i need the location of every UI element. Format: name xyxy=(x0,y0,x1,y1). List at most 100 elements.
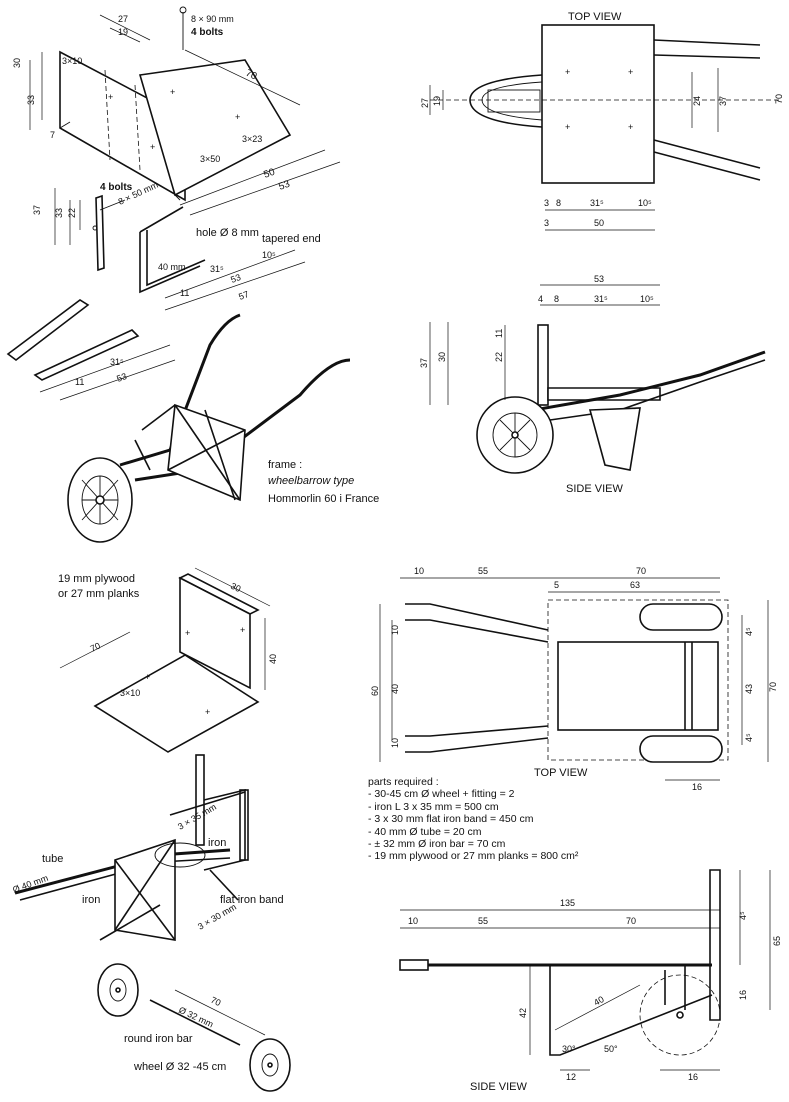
parts-item: - 40 mm Ø tube = 20 cm xyxy=(368,825,482,838)
board-spec-1: 19 mm plywood xyxy=(58,573,135,585)
top-view-a: + + + + xyxy=(429,24,780,231)
tapered-label: tapered end xyxy=(262,233,321,245)
bp-dim-30: 30 xyxy=(229,581,242,594)
dim-33: 33 xyxy=(26,95,36,105)
tv-dim-19: 19 xyxy=(432,96,442,106)
wheel-label: wheel Ø 32 -45 cm xyxy=(133,1061,226,1073)
axle-dim-70: 70 xyxy=(209,995,222,1008)
top-view-b-label: TOP VIEW xyxy=(534,767,588,779)
bp-dim-3x10: 3×10 xyxy=(120,688,140,698)
parts-item: - 3 x 30 mm flat iron band = 450 cm xyxy=(368,813,534,826)
dim-31-5b: 31⁵ xyxy=(110,357,124,367)
svg-text:+: + xyxy=(235,112,240,122)
svg-text:+: + xyxy=(240,625,245,635)
svb-angle-50: 50° xyxy=(604,1044,618,1054)
tvb-dim-63: 63 xyxy=(630,580,640,590)
sv-dim-11: 11 xyxy=(494,329,504,338)
parts-title: parts required : xyxy=(368,776,439,788)
dim-50: 50 xyxy=(262,167,277,181)
svg-text:+: + xyxy=(628,67,633,77)
svg-text:+: + xyxy=(628,122,633,132)
svb-dim-16a: 16 xyxy=(738,990,748,1000)
bolt-count-mid: 4 bolts xyxy=(100,182,133,193)
svb-dim-65: 65 xyxy=(772,936,782,946)
tvb-dim-10b: 10 xyxy=(390,738,400,748)
dim-53c: 53 xyxy=(115,371,128,384)
tvb-dim-4-5a: 4⁵ xyxy=(744,627,754,636)
side-view-b xyxy=(399,869,771,1071)
tv-dim-8: 8 xyxy=(556,198,561,208)
svg-text:+: + xyxy=(565,67,570,77)
tv-dim-27: 27 xyxy=(420,98,430,108)
exploded-box-panels: ++ ++ xyxy=(29,6,341,216)
dim-31-5: 31⁵ xyxy=(210,264,224,274)
svg-text:+: + xyxy=(145,672,150,682)
dim-10-5: 10⁵ xyxy=(262,250,276,260)
hole-label: hole Ø 8 mm xyxy=(196,227,259,239)
tube-dia: Ø 40 mm xyxy=(11,873,49,895)
sv-dim-10-5: 10⁵ xyxy=(640,294,654,304)
parts-item: - ± 32 mm Ø iron bar = 70 cm xyxy=(368,838,506,851)
dim-3x23: 3×23 xyxy=(242,134,262,144)
svg-text:+: + xyxy=(170,87,175,97)
dim-3x50: 3×50 xyxy=(200,154,220,164)
dim-19: 19 xyxy=(118,27,128,37)
board-spec-2: or 27 mm planks xyxy=(58,588,140,600)
svg-text:+: + xyxy=(565,122,570,132)
tvb-dim-43: 43 xyxy=(744,684,754,694)
svb-dim-10: 10 xyxy=(408,916,418,926)
frame-note-3: Hommorlin 60 i France xyxy=(268,493,379,505)
sv-dim-22: 22 xyxy=(494,352,504,362)
dim-11: 11 xyxy=(180,288,189,298)
dim-30: 30 xyxy=(12,58,22,68)
svb-dim-70: 70 xyxy=(626,916,636,926)
tv-dim-3b: 3 xyxy=(544,218,549,228)
tv-dim-50: 50 xyxy=(594,218,604,228)
svg-text:+: + xyxy=(205,707,210,717)
dim-7: 7 xyxy=(50,130,55,140)
svg-text:+: + xyxy=(150,142,155,152)
sv-dim-8: 8 xyxy=(554,294,559,304)
tvb-dim-5: 5 xyxy=(554,580,559,590)
parts-item: - 19 mm plywood or 27 mm planks = 800 cm… xyxy=(368,850,579,863)
dim-27: 27 xyxy=(118,14,128,24)
dim-33b: 33 xyxy=(54,208,64,218)
dim-53: 53 xyxy=(277,179,292,193)
svb-dim-40: 40 xyxy=(592,994,606,1008)
svb-dim-16b: 16 xyxy=(688,1072,698,1082)
svg-text:+: + xyxy=(185,628,190,638)
side-view-a-label: SIDE VIEW xyxy=(566,483,623,495)
side-view-a xyxy=(429,284,766,474)
sv-dim-4: 4 xyxy=(538,294,543,304)
board-panels: + + + + xyxy=(59,567,271,753)
bolt-count-top: 4 bolts xyxy=(191,27,224,38)
svb-dim-12: 12 xyxy=(566,1072,576,1082)
sv-dim-30: 30 xyxy=(437,352,447,362)
uprights-and-bars xyxy=(6,188,306,401)
svb-dim-135: 135 xyxy=(560,898,575,908)
svb-dim-55: 55 xyxy=(478,916,488,926)
bp-dim-70: 70 xyxy=(89,641,102,654)
tv-dim-3: 3 xyxy=(544,198,549,208)
svb-dim-42: 42 xyxy=(518,1008,528,1018)
tvb-dim-40: 40 xyxy=(390,684,400,694)
dim-3x10: 3×10 xyxy=(62,56,82,66)
assembled-wheelbarrow xyxy=(67,313,351,543)
dim-22: 22 xyxy=(67,208,77,218)
tvb-dim-10: 10 xyxy=(414,566,424,576)
sv-dim-31-5: 31⁵ xyxy=(594,294,608,304)
bp-dim-40: 40 xyxy=(268,654,278,664)
tube-label: tube xyxy=(42,853,63,865)
round-bar-label: round iron bar xyxy=(124,1033,193,1045)
tv-dim-37: 37 xyxy=(718,96,728,106)
top-view-a-label: TOP VIEW xyxy=(568,11,622,23)
parts-required-list: parts required : - 30-45 cm Ø wheel + fi… xyxy=(368,776,668,863)
svb-dim-4-5: 4⁵ xyxy=(738,911,748,920)
tvb-dim-4-5b: 4⁵ xyxy=(744,733,754,742)
tv-dim-24: 24 xyxy=(692,96,702,106)
parts-item: - iron L 3 x 35 mm = 500 cm xyxy=(368,800,499,813)
dim-53b: 53 xyxy=(229,272,242,285)
iron-label-top: iron xyxy=(208,837,226,849)
tv-dim-10-5: 10⁵ xyxy=(638,198,652,208)
